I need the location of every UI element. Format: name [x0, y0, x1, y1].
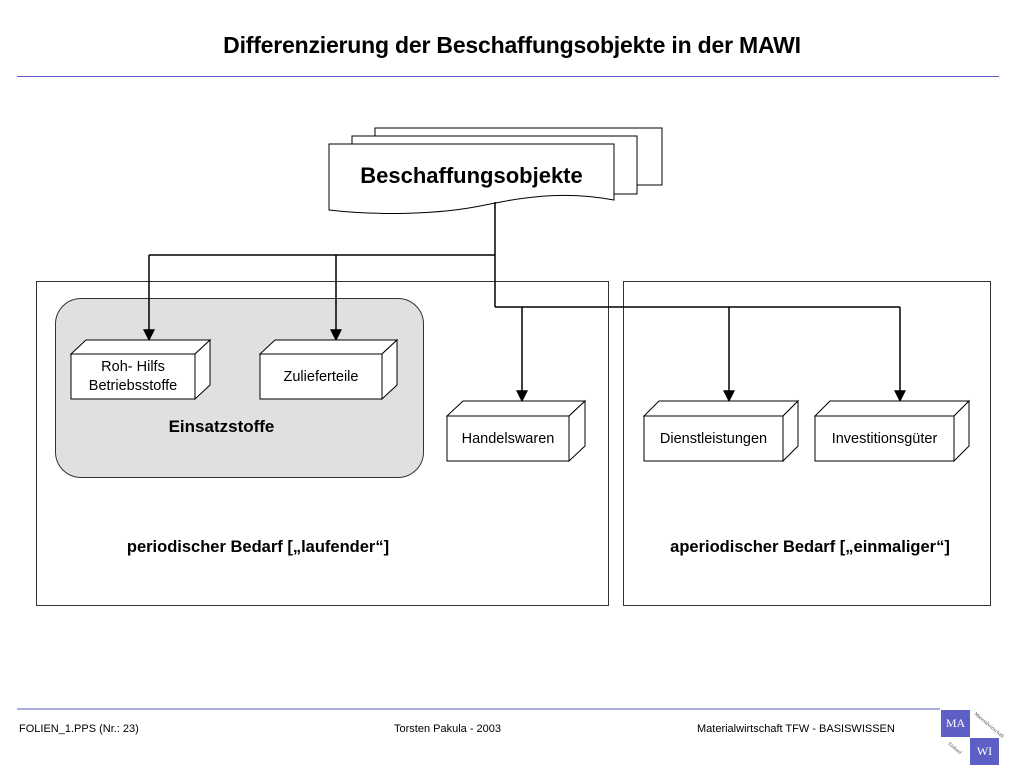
page-title: Differenzierung der Beschaffungsobjekte … [223, 32, 801, 58]
node-handelswaren-label: Handelswaren [461, 431, 555, 447]
box-zulieferteile [258, 338, 399, 401]
box-dienstleistungen [642, 399, 800, 463]
node-roh-hilfs-line2: Betriebsstoffe [88, 378, 178, 394]
node-roh-hilfs-label: Roh- Hilfs Betriebsstoffe [71, 358, 195, 396]
logo-ma-box: MA [941, 710, 970, 737]
node-roh-hilfs-line1: Roh- Hilfs [101, 359, 165, 375]
node-investitionsgueter-label: Investitionsgüter [831, 431, 938, 447]
node-dienstleistungen-label: Dienstleistungen [659, 431, 768, 447]
box-handelswaren [445, 399, 587, 463]
root-node-label: Beschaffungsobjekte [360, 163, 583, 188]
periodic-demand-label: periodischer Bedarf [„laufender“] [126, 538, 390, 556]
title-divider [17, 76, 999, 77]
box-investitionsgueter [813, 399, 971, 463]
box-roh-hilfs [69, 338, 212, 401]
footer-file-info: FOLIEN_1.PPS (Nr.: 23) [19, 723, 139, 735]
connector-lines [143, 202, 906, 403]
footer-course: Materialwirtschaft TFW - BASISWISSEN [697, 723, 895, 735]
footer-author: Torsten Pakula - 2003 [394, 723, 502, 735]
einsatzstoffe-label: Einsatzstoffe [168, 417, 275, 436]
logo-wi-box: WI [970, 738, 999, 765]
root-document-stack [328, 127, 663, 214]
root-document-front [328, 143, 615, 214]
aperiodic-demand-label: aperiodischer Bedarf [„einmaliger“] [670, 538, 950, 556]
node-zulieferteile-label: Zulieferteile [283, 369, 359, 385]
